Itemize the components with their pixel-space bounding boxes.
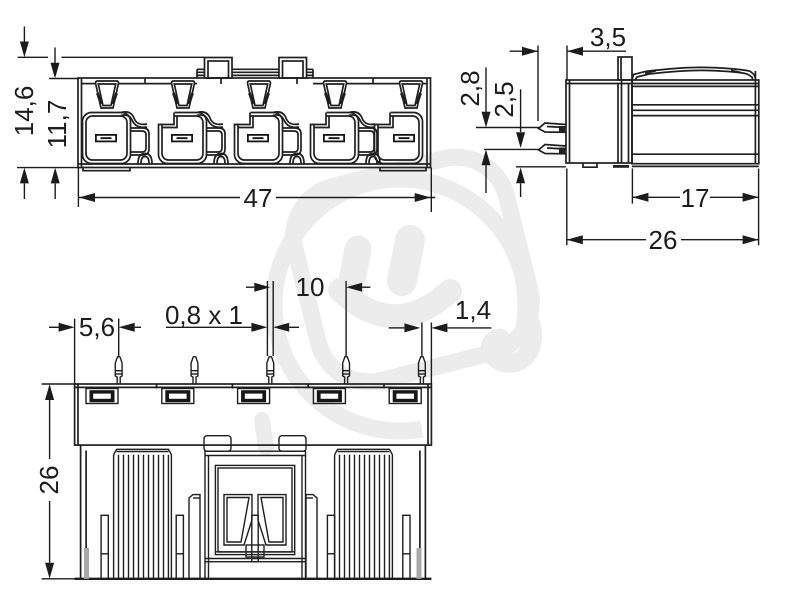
svg-text:3,5: 3,5 bbox=[590, 22, 626, 52]
svg-text:17: 17 bbox=[681, 183, 710, 213]
svg-text:10: 10 bbox=[296, 272, 325, 302]
svg-text:26: 26 bbox=[649, 225, 678, 255]
svg-text:2,5: 2,5 bbox=[489, 81, 519, 117]
svg-text:11,7: 11,7 bbox=[42, 100, 72, 149]
svg-text:14,6: 14,6 bbox=[9, 86, 39, 137]
svg-text:26: 26 bbox=[34, 466, 64, 495]
svg-text:0,8 x 1: 0,8 x 1 bbox=[165, 300, 243, 330]
svg-text:5,6: 5,6 bbox=[79, 312, 115, 342]
svg-text:2,8: 2,8 bbox=[455, 70, 485, 106]
svg-text:47: 47 bbox=[244, 183, 273, 213]
svg-text:1,4: 1,4 bbox=[455, 295, 491, 325]
